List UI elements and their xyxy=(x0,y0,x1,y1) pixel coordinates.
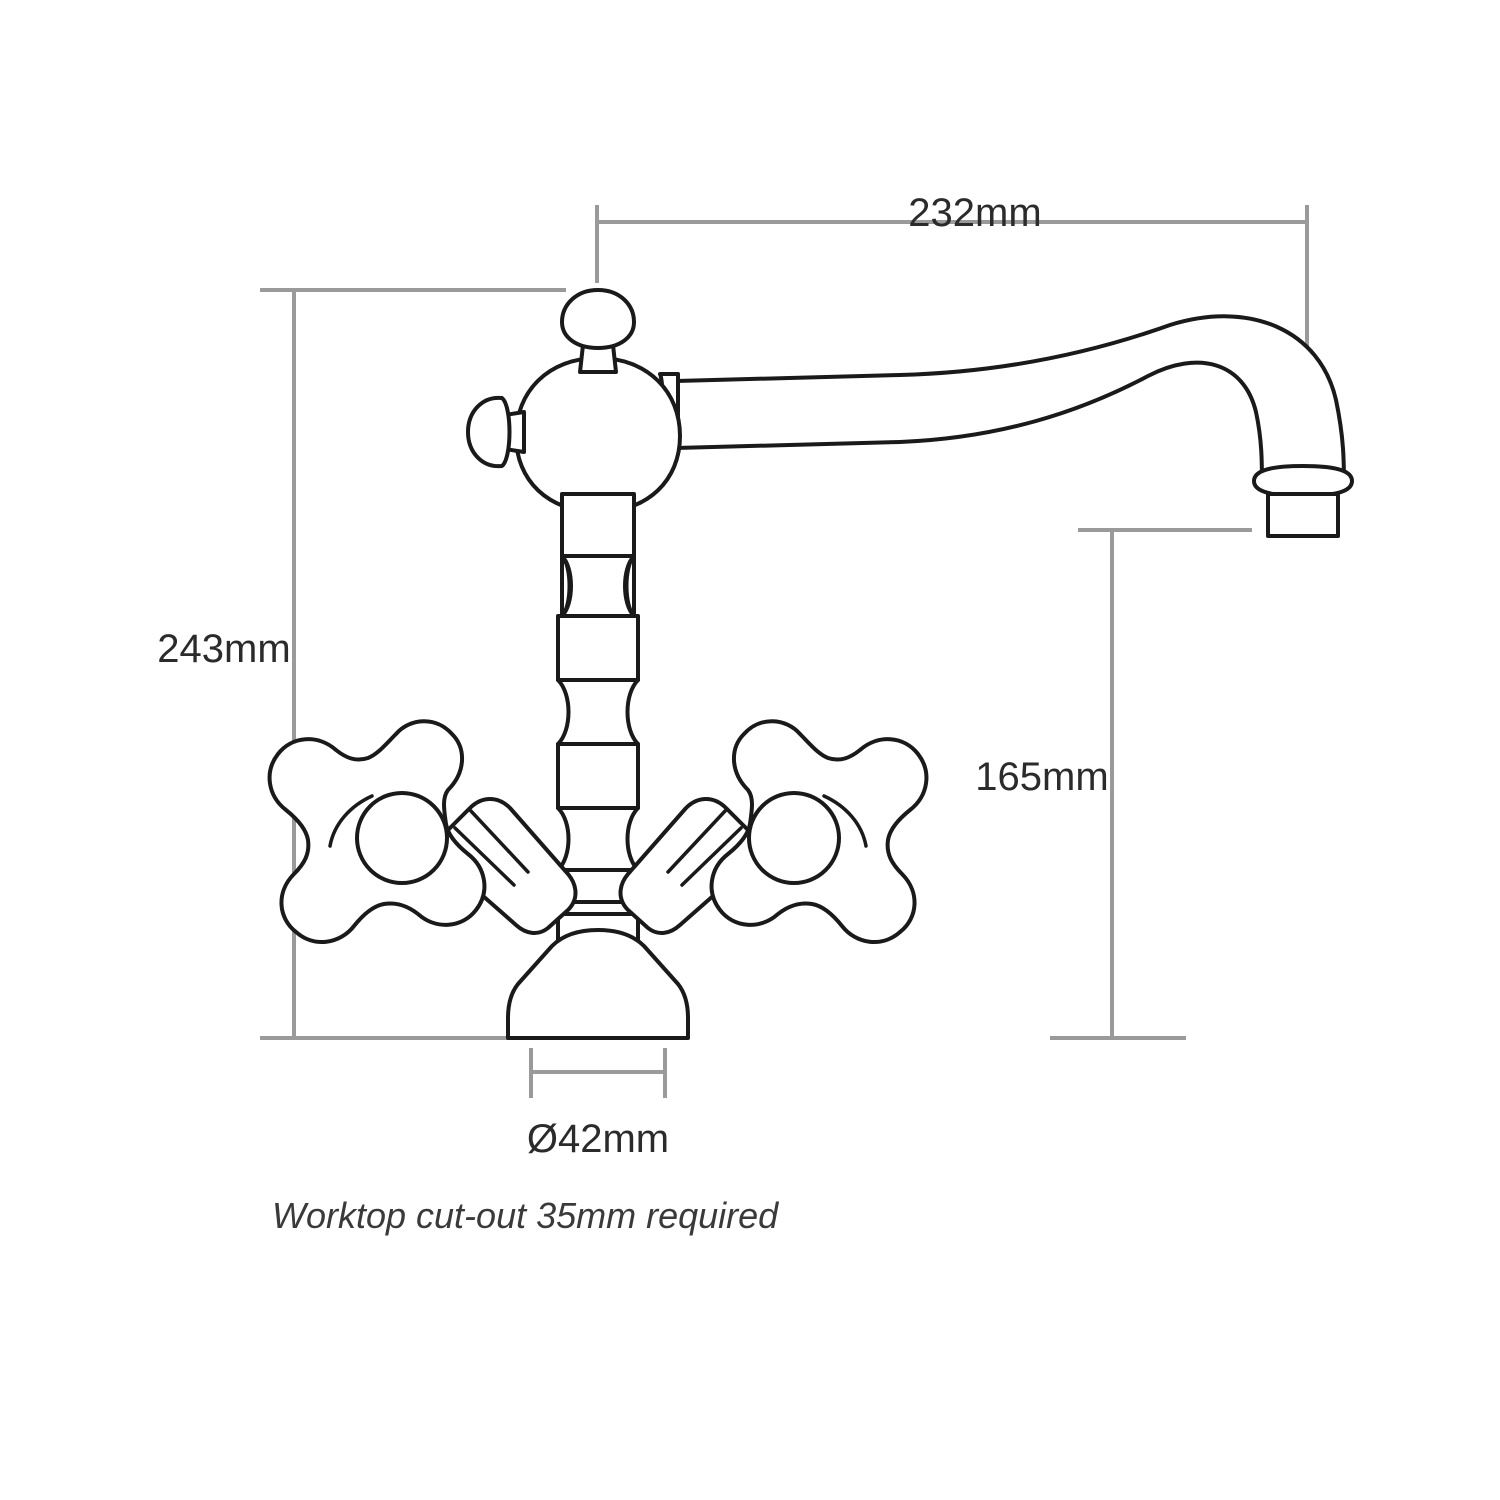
handle-right-arm-highlight xyxy=(822,794,868,848)
spout-group xyxy=(674,314,1354,538)
column-band-1 xyxy=(560,492,636,558)
handle-right-centre-boss xyxy=(747,791,841,885)
base-body xyxy=(506,928,690,1040)
handle-right-ferrule-line-1 xyxy=(680,826,743,887)
handle-left-arm-highlight xyxy=(328,794,374,848)
handle-right-group xyxy=(618,719,929,945)
column-band-3 xyxy=(556,742,640,810)
column-waist-1 xyxy=(560,554,636,618)
worktop-cutout-note: Worktop cut-out 35mm required xyxy=(272,1195,779,1236)
base-group xyxy=(506,928,690,1040)
side-knob-group xyxy=(466,395,526,469)
side-knob-ball xyxy=(466,395,512,469)
dimension-42mm-label: Ø42mm xyxy=(527,1117,669,1161)
dimension-165mm-label: 165mm xyxy=(975,755,1108,799)
spout-outlet-barrel xyxy=(1266,492,1340,538)
handle-left-ferrule-line-2 xyxy=(468,808,530,874)
finial-ball xyxy=(560,288,636,350)
body-sphere xyxy=(514,356,682,514)
handle-left-centre-boss xyxy=(355,791,449,885)
handle-right-ferrule-line-2 xyxy=(666,808,728,874)
dimension-diameter-42mm-group: Ø42mm xyxy=(527,1048,669,1161)
handle-left-group xyxy=(267,719,578,945)
column-waist-3 xyxy=(556,806,640,872)
column-band-2 xyxy=(556,614,640,682)
column-waist-2 xyxy=(556,678,640,746)
dimension-165mm-group: 165mm xyxy=(975,528,1252,1040)
dimension-232mm-label: 232mm xyxy=(908,191,1041,235)
finial-group xyxy=(560,288,636,374)
spout-arm-outline xyxy=(674,314,1346,490)
handle-left-ferrule-line-1 xyxy=(453,826,516,887)
dimension-232mm-group: 232mm xyxy=(595,191,1309,360)
body-sphere-group xyxy=(514,356,682,514)
dimension-243mm-label: 243mm xyxy=(157,627,290,671)
column-group xyxy=(550,492,646,946)
spout-outlet-flange xyxy=(1252,464,1354,498)
